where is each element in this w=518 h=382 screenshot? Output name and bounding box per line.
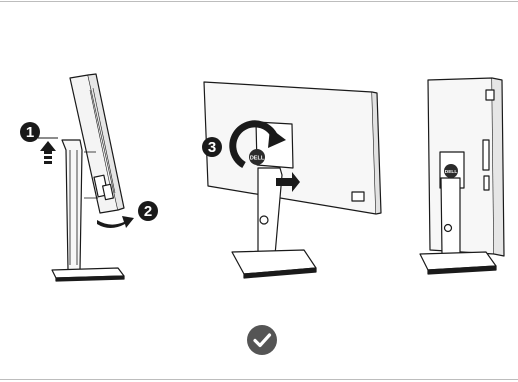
arrow-right-icon [97, 216, 134, 228]
step-number-1: 1 [26, 124, 34, 141]
step-marker-2: 2 [138, 201, 158, 221]
dell-logo: DELL [249, 149, 265, 165]
step-number-3: 3 [208, 139, 216, 156]
dell-logo-text: DELL [445, 169, 458, 175]
check-circle-icon [247, 325, 277, 355]
step-marker-1: 1 [20, 122, 40, 142]
figure-side-attach [52, 74, 124, 281]
dell-logo-text: DELL [250, 156, 265, 162]
figure-rear-portrait [420, 78, 504, 274]
step-number-2: 2 [144, 203, 152, 220]
arrow-up-icon [38, 138, 58, 164]
step-marker-3: 3 [202, 137, 222, 157]
dell-logo: DELL [444, 164, 458, 178]
